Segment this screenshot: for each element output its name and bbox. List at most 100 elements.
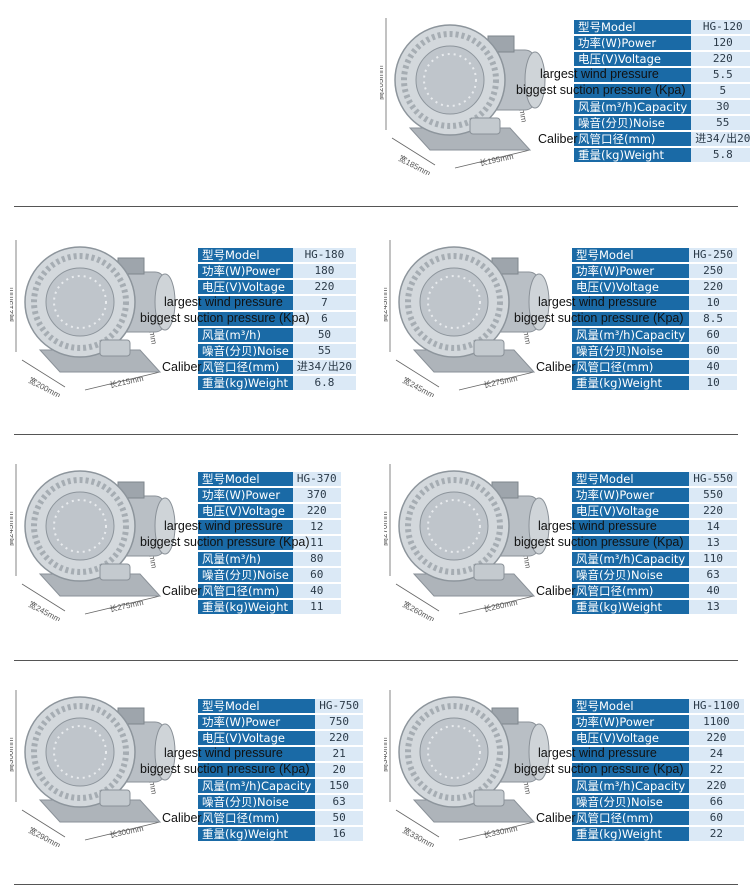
spec-value: 5.8 <box>691 148 750 162</box>
spec-value: 150 <box>315 779 363 793</box>
spec-value: 750 <box>315 715 363 729</box>
spec-value: 20 <box>315 763 363 777</box>
spec-row: 风量(m³/h)50 <box>198 328 356 342</box>
spec-value: 220 <box>689 504 737 518</box>
spec-row: 22 <box>572 763 744 777</box>
spec-label <box>572 296 690 310</box>
spec-value: 60 <box>292 568 341 582</box>
spec-value: 80 <box>292 552 341 566</box>
spec-label <box>572 763 690 777</box>
blower-photo: 高245mm 宽245mm 长275mm 外径40mm <box>10 464 176 621</box>
section-divider <box>14 434 738 435</box>
suction-pressure-label: biggest suction pressure (Kpa) <box>514 535 684 549</box>
spec-value: 6 <box>292 312 356 326</box>
spec-value: 550 <box>689 488 737 502</box>
spec-label: 重量(kg)Weight <box>574 148 692 162</box>
spec-value: HG-370 <box>292 472 341 486</box>
spec-value: 110 <box>689 552 737 566</box>
spec-label: 风管口径(mm) <box>198 360 293 374</box>
spec-row: 风管口径(mm)60 <box>572 811 744 825</box>
spec-value: 40 <box>689 360 737 374</box>
spec-value: 50 <box>315 811 363 825</box>
spec-label <box>572 536 690 550</box>
spec-row: 6 <box>198 312 356 326</box>
spec-label <box>198 747 316 761</box>
spec-value: 11 <box>292 600 341 614</box>
suction-pressure-label: biggest suction pressure (Kpa) <box>140 311 310 325</box>
caliber-label: Caliber <box>162 360 202 374</box>
spec-label: 型号Model <box>572 248 690 262</box>
length-dimension: 长275mm <box>482 373 518 390</box>
caliber-label: Caliber <box>536 584 576 598</box>
spec-row: 风量(m³/h)80 <box>198 552 341 566</box>
section-divider <box>14 660 738 661</box>
spec-label: 风管口径(mm) <box>574 132 692 146</box>
suction-pressure-label: biggest suction pressure (Kpa) <box>516 83 686 97</box>
largest-wind-pressure-label: largest wind pressure <box>538 519 657 533</box>
spec-value: 220 <box>689 280 737 294</box>
length-dimension: 长195mm <box>478 151 514 168</box>
spec-value: 250 <box>689 264 737 278</box>
length-dimension: 长280mm <box>482 597 518 614</box>
spec-label: 功率(W)Power <box>574 36 692 50</box>
largest-wind-pressure-label: largest wind pressure <box>164 746 283 760</box>
suction-pressure-label: biggest suction pressure (Kpa) <box>140 535 310 549</box>
spec-value: 5 <box>691 84 750 98</box>
suction-pressure-label: biggest suction pressure (Kpa) <box>140 762 310 776</box>
width-dimension: 宽245mm <box>401 375 437 397</box>
largest-wind-pressure-label: largest wind pressure <box>164 519 283 533</box>
spec-label <box>574 68 692 82</box>
spec-value: 220 <box>292 280 356 294</box>
spec-label: 风量(m³/h) <box>198 552 293 566</box>
spec-label <box>198 536 293 550</box>
spec-label: 电压(V)Voltage <box>572 280 690 294</box>
spec-label: 功率(W)Power <box>198 264 293 278</box>
spec-value: 50 <box>292 328 356 342</box>
spec-label: 风量(m³/h)Capacity <box>574 100 692 114</box>
width-dimension: 宽185mm <box>397 153 433 175</box>
spec-value: 10 <box>689 296 737 310</box>
spec-row: 11 <box>198 536 341 550</box>
height-dimension: 高205mm <box>380 65 385 100</box>
spec-label <box>198 520 293 534</box>
width-dimension: 宽245mm <box>27 599 63 621</box>
spec-label: 噪音(分贝)Noise <box>574 116 692 130</box>
spec-label: 电压(V)Voltage <box>198 280 293 294</box>
spec-value: 60 <box>689 344 737 358</box>
spec-label: 风管口径(mm) <box>572 811 690 825</box>
spec-value: 24 <box>689 747 744 761</box>
spec-label: 型号Model <box>574 20 692 34</box>
spec-label: 噪音(分贝)Noise <box>572 568 690 582</box>
spec-label: 型号Model <box>572 472 690 486</box>
height-dimension: 高245mm <box>384 287 389 322</box>
spec-label <box>198 296 293 310</box>
spec-value: 55 <box>292 344 356 358</box>
spec-label: 噪音(分贝)Noise <box>198 795 316 809</box>
spec-value: 40 <box>292 584 341 598</box>
spec-row: 风管口径(mm)40 <box>572 584 737 598</box>
spec-row: 5.5 <box>574 68 750 82</box>
spec-label: 型号Model <box>198 248 293 262</box>
spec-value: HG-120 <box>691 20 750 34</box>
